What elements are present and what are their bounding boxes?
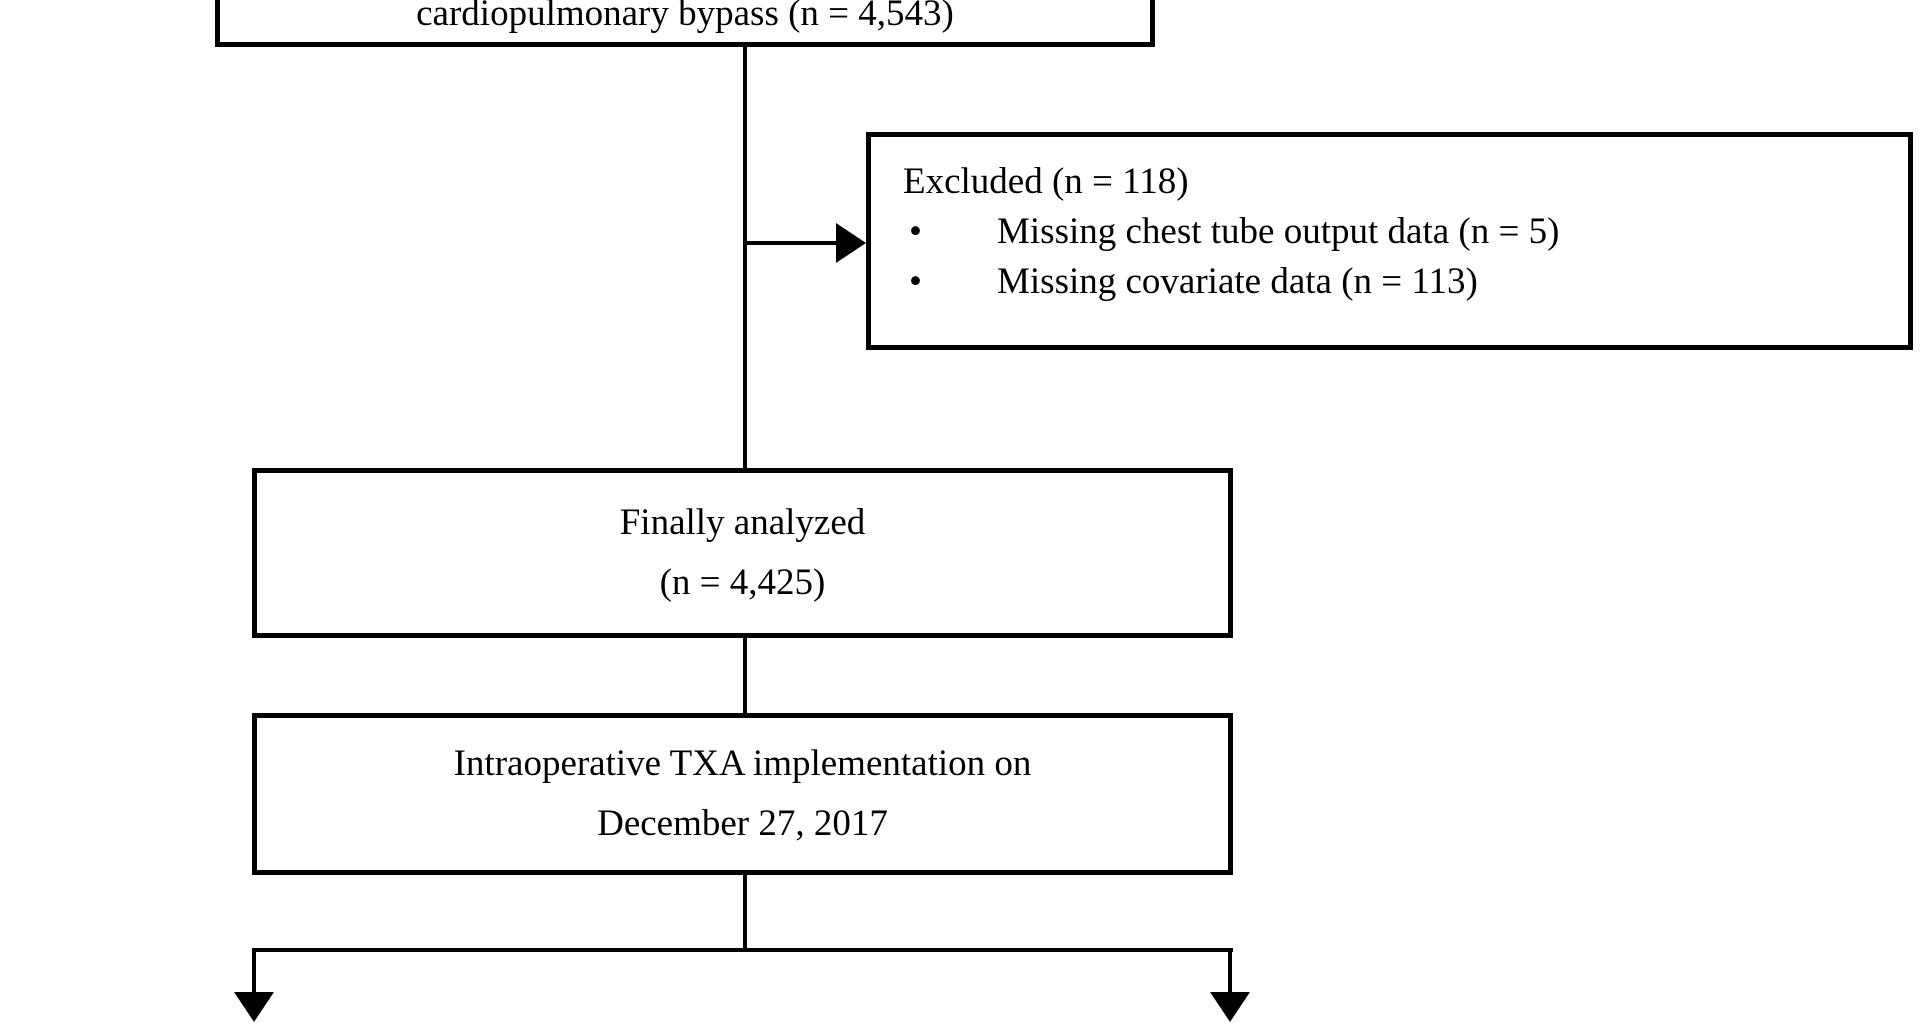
txa-line1: Intraoperative TXA implementation on [453, 742, 1032, 784]
split-line [252, 948, 1233, 952]
excluded-box: Excluded (n = 118) • Missing chest tube … [866, 132, 1913, 350]
left-branch-line [252, 948, 256, 994]
connector-enrollment-to-analyzed [743, 47, 747, 468]
right-branch-line [1228, 948, 1232, 994]
enrollment-box-text: cardiopulmonary bypass (n = 4,543) [416, 0, 954, 34]
txa-implementation-box: Intraoperative TXA implementation on Dec… [252, 713, 1233, 875]
excluded-title: Excluded (n = 118) [903, 161, 1189, 202]
enrollment-box: cardiopulmonary bypass (n = 4,543) [215, 0, 1155, 47]
arrowhead-down-left-icon [234, 992, 274, 1022]
finally-analyzed-box: Finally analyzed (n = 4,425) [252, 468, 1233, 638]
arrowhead-right-icon [836, 223, 866, 263]
connector-txa-to-split [743, 875, 747, 952]
bullet-icon: • [909, 261, 922, 302]
excluded-bullet-item: • Missing covariate data (n = 113) [903, 257, 1884, 307]
txa-line2: December 27, 2017 [597, 803, 888, 844]
excluded-bullet-text: Missing covariate data (n = 113) [997, 261, 1478, 302]
connector-branch-to-excluded [745, 241, 838, 245]
connector-analyzed-to-txa [743, 638, 747, 713]
finally-analyzed-line2: (n = 4,425) [659, 562, 826, 603]
arrowhead-down-right-icon [1210, 992, 1250, 1022]
finally-analyzed-line1: Finally analyzed [619, 501, 866, 543]
bullet-icon: • [909, 211, 922, 252]
excluded-bullet-item: • Missing chest tube output data (n = 5) [903, 207, 1884, 257]
excluded-bullet-text: Missing chest tube output data (n = 5) [997, 211, 1560, 252]
